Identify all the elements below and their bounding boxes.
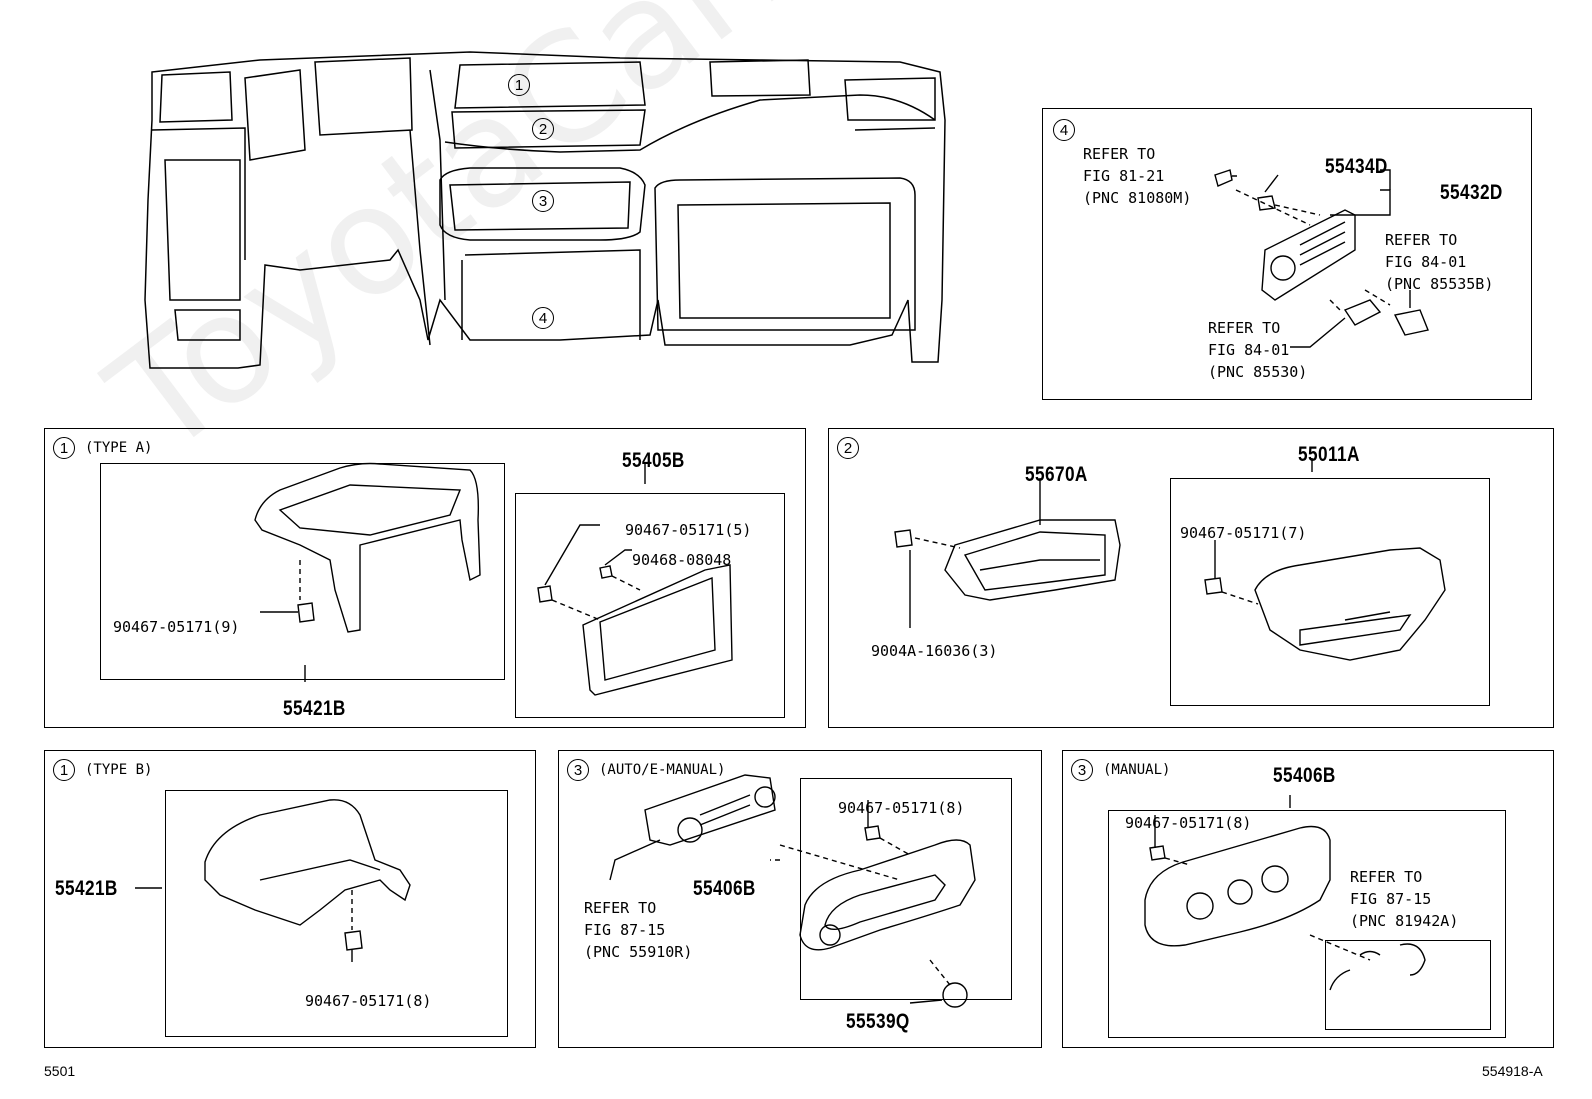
part-55670a: 55670A [1025,463,1088,486]
panel-1-type-a: 1 (TYPE A) [44,428,806,728]
meter-hood-illustration [254,462,733,696]
callout-3-overview: 3 [532,190,554,212]
panel-3-manual: 3 (MANUAL) [1062,750,1554,1048]
part-55405b: 55405B [622,449,685,472]
panel-1-type-b: 1 (TYPE B) [44,750,536,1048]
part-55421b-a: 55421B [283,697,346,720]
part-55434d: 55434D [1325,155,1388,178]
footer-left: 5501 [44,1063,76,1079]
meter-hood-b-illustration [135,799,411,962]
callout-1-overview: 1 [508,74,530,96]
footer-right: 554918-A [1482,1063,1543,1079]
center-vent-illustration [894,458,1446,661]
panel-1b-type: (TYPE B) [85,762,153,778]
callout-2-overview: 2 [532,118,554,140]
panel-1a-frame-box [515,493,785,718]
panel-1a-subframe [100,463,505,680]
panel-4: 4 [1042,108,1532,400]
clip-1a: 90467-05171(9) [113,618,240,636]
panel-2: 2 [828,428,1554,728]
clip-1a-frame: 90467-05171(5) [625,521,752,539]
refer-85535b: REFER TO FIG 84-01 (PNC 85535B) [1385,231,1494,293]
part-55406b-b: 55406B [1273,764,1336,787]
refer-81080m: REFER TO FIG 81-21 (PNC 81080M) [1083,145,1192,207]
part-55539q: 55539Q [846,1010,910,1033]
refer-55910r: REFER TO FIG 87-15 (PNC 55910R) [584,899,693,961]
panel-2-subframe [1170,478,1490,706]
panel-2-number: 2 [837,437,859,459]
panel-3b-number: 3 [1071,759,1093,781]
refer-85530: REFER TO FIG 84-01 (PNC 85530) [1208,319,1308,381]
panel-3b-subframe [1108,810,1506,1038]
panel-1b-subframe [165,790,508,1037]
panel-3-auto: 3 (AUTO/E-MANUAL) [558,750,1042,1048]
part-55432d: 55432D [1440,181,1503,204]
panel-1b-number: 1 [53,759,75,781]
dashboard-overview [144,51,946,369]
part-55406b-a: 55406B [693,877,756,900]
screw-9004a: 9004A-16036(3) [871,642,998,660]
clip-3a: 90467-05171(8) [838,799,965,817]
panel-1a-type: (TYPE A) [85,440,153,456]
panel-3a-number: 3 [567,759,589,781]
refer-81942a: REFER TO FIG 87-15 (PNC 81942A) [1350,868,1459,930]
panel-3b-type: (MANUAL) [1103,762,1171,778]
climate-control-b-illustration [1144,795,1426,991]
panel-3a-subframe [800,778,1012,1000]
part-55421b-b: 55421B [55,877,118,900]
clip-3b: 90467-05171(8) [1125,814,1252,832]
switch-panel-illustration [1214,169,1429,348]
clip-2: 90467-05171(7) [1180,524,1307,542]
panel-3a-type: (AUTO/E-MANUAL) [599,762,726,778]
clip-1b: 90467-05171(8) [305,992,432,1010]
panel-3b-knob-box [1325,940,1491,1030]
clip-1a-b: 90468-08048 [632,551,732,569]
panel-1a-number: 1 [53,437,75,459]
callout-4-overview: 4 [532,307,554,329]
part-55011a: 55011A [1298,443,1360,466]
panel-4-number: 4 [1053,119,1075,141]
